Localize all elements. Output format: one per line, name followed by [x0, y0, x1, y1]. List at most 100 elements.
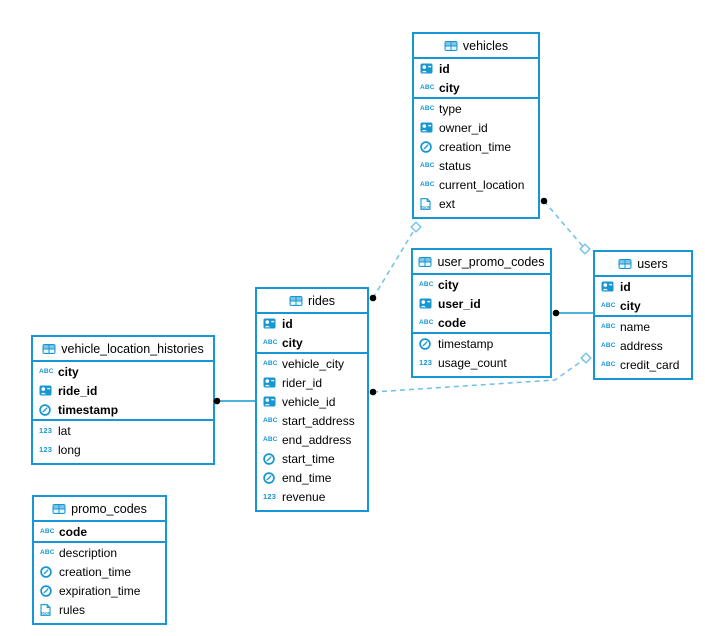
- column-name: rider_id: [282, 375, 323, 390]
- table-header-promo-codes[interactable]: promo_codes: [34, 497, 165, 522]
- column-row[interactable]: ABC code: [413, 313, 550, 332]
- column-name: lat: [58, 423, 71, 438]
- clock-icon: [263, 472, 280, 484]
- text-type-icon: ABC: [420, 162, 435, 169]
- column-row[interactable]: ABC city: [257, 333, 367, 352]
- column-name: id: [620, 279, 631, 294]
- table-users[interactable]: users id ABC city ABC name ABC address A…: [593, 250, 693, 380]
- relationship-line-vehicles-to-users: [543, 200, 586, 250]
- table-header-users[interactable]: users: [595, 252, 691, 277]
- column-row[interactable]: ABC end_address: [257, 430, 367, 449]
- number-type-icon: 123: [39, 426, 53, 435]
- column-name: id: [282, 316, 293, 331]
- column-row[interactable]: ABC address: [595, 336, 691, 355]
- column-row[interactable]: 123 usage_count: [413, 353, 550, 372]
- column-row[interactable]: ABC name: [595, 317, 691, 336]
- column-name: usage_count: [438, 355, 507, 370]
- column-row[interactable]: id: [414, 59, 538, 78]
- column-name: code: [438, 315, 467, 330]
- pk-divider: [413, 332, 550, 334]
- column-row[interactable]: creation_time: [34, 562, 165, 581]
- column-row[interactable]: expiration_time: [34, 581, 165, 600]
- clock-icon: [39, 404, 56, 416]
- relationship-dot-endpoint: [369, 388, 377, 396]
- column-row[interactable]: ABC current_location: [414, 175, 538, 194]
- column-row[interactable]: 123 long: [33, 440, 213, 459]
- column-name: credit_card: [620, 357, 680, 372]
- column-row[interactable]: ABC type: [414, 99, 538, 118]
- clock-icon: [40, 585, 57, 597]
- relationship-dot-endpoint: [369, 294, 377, 302]
- table-promo-codes[interactable]: promo_codes ABC code ABC description cre…: [32, 495, 167, 625]
- uuid-icon: [39, 385, 56, 396]
- uuid-icon: [419, 298, 436, 309]
- column-row[interactable]: ABC city: [595, 296, 691, 315]
- column-row[interactable]: end_time: [257, 468, 367, 487]
- column-name: end_time: [282, 470, 332, 485]
- column-name: address: [620, 338, 663, 353]
- column-name: vehicle_id: [282, 394, 336, 409]
- column-row[interactable]: ABC city: [33, 362, 213, 381]
- column-name: ride_id: [58, 383, 98, 398]
- column-row[interactable]: timestamp: [33, 400, 213, 419]
- column-row[interactable]: ABC city: [413, 275, 550, 294]
- column-name: vehicle_city: [282, 356, 345, 371]
- table-vehicles[interactable]: vehicles id ABC city ABC type owner_id c…: [412, 32, 540, 219]
- column-name: expiration_time: [59, 583, 141, 598]
- column-name: city: [439, 80, 460, 95]
- text-type-icon: ABC: [420, 84, 435, 91]
- column-name: owner_id: [439, 120, 488, 135]
- pk-divider: [257, 352, 367, 354]
- column-row[interactable]: rider_id: [257, 373, 367, 392]
- column-name: id: [439, 61, 450, 76]
- column-row[interactable]: start_time: [257, 449, 367, 468]
- column-row[interactable]: rules: [34, 600, 165, 619]
- column-row[interactable]: ABC start_address: [257, 411, 367, 430]
- table-icon: [444, 40, 458, 52]
- table-header-rides[interactable]: rides: [257, 289, 367, 314]
- table-user-promo-codes[interactable]: user_promo_codes ABC city user_id ABC co…: [411, 248, 552, 378]
- column-row[interactable]: timestamp: [413, 334, 550, 353]
- column-name: city: [282, 335, 303, 350]
- column-row[interactable]: creation_time: [414, 137, 538, 156]
- text-type-icon: ABC: [420, 181, 435, 188]
- uuid-icon: [601, 281, 618, 292]
- column-name: timestamp: [58, 402, 119, 417]
- column-row[interactable]: 123 lat: [33, 421, 213, 440]
- column-row[interactable]: user_id: [413, 294, 550, 313]
- column-row[interactable]: 123 revenue: [257, 487, 367, 506]
- column-row[interactable]: owner_id: [414, 118, 538, 137]
- relationship-diamond-endpoint: [579, 243, 591, 255]
- pk-divider: [34, 541, 165, 543]
- table-header-vehicles[interactable]: vehicles: [414, 34, 538, 59]
- table-rides[interactable]: rides id ABC city ABC vehicle_city rider…: [255, 287, 369, 512]
- text-type-icon: ABC: [601, 323, 616, 330]
- relationship-diamond-endpoint: [410, 221, 422, 233]
- column-row[interactable]: ABC credit_card: [595, 355, 691, 374]
- column-row[interactable]: ABC vehicle_city: [257, 354, 367, 373]
- column-row[interactable]: ride_id: [33, 381, 213, 400]
- column-name: description: [59, 545, 118, 560]
- column-row[interactable]: ext: [414, 194, 538, 213]
- uuid-icon: [263, 396, 280, 407]
- column-row[interactable]: ABC description: [34, 543, 165, 562]
- column-row[interactable]: ABC code: [34, 522, 165, 541]
- uuid-icon: [263, 377, 280, 388]
- table-icon: [289, 295, 303, 307]
- column-name: name: [620, 319, 651, 334]
- table-header-user-promo-codes[interactable]: user_promo_codes: [413, 250, 550, 275]
- column-row[interactable]: id: [257, 314, 367, 333]
- column-row[interactable]: ABC status: [414, 156, 538, 175]
- uuid-icon: [420, 122, 437, 133]
- column-name: city: [620, 298, 641, 313]
- table-header-vehicle-location-histories[interactable]: vehicle_location_histories: [33, 337, 213, 362]
- text-type-icon: ABC: [263, 339, 278, 346]
- relationship-dot-endpoint: [540, 197, 548, 205]
- table-vehicle-location-histories[interactable]: vehicle_location_histories ABC city ride…: [31, 335, 215, 465]
- text-type-icon: ABC: [419, 281, 434, 288]
- text-type-icon: ABC: [419, 319, 434, 326]
- column-row[interactable]: id: [595, 277, 691, 296]
- column-row[interactable]: ABC city: [414, 78, 538, 97]
- column-row[interactable]: vehicle_id: [257, 392, 367, 411]
